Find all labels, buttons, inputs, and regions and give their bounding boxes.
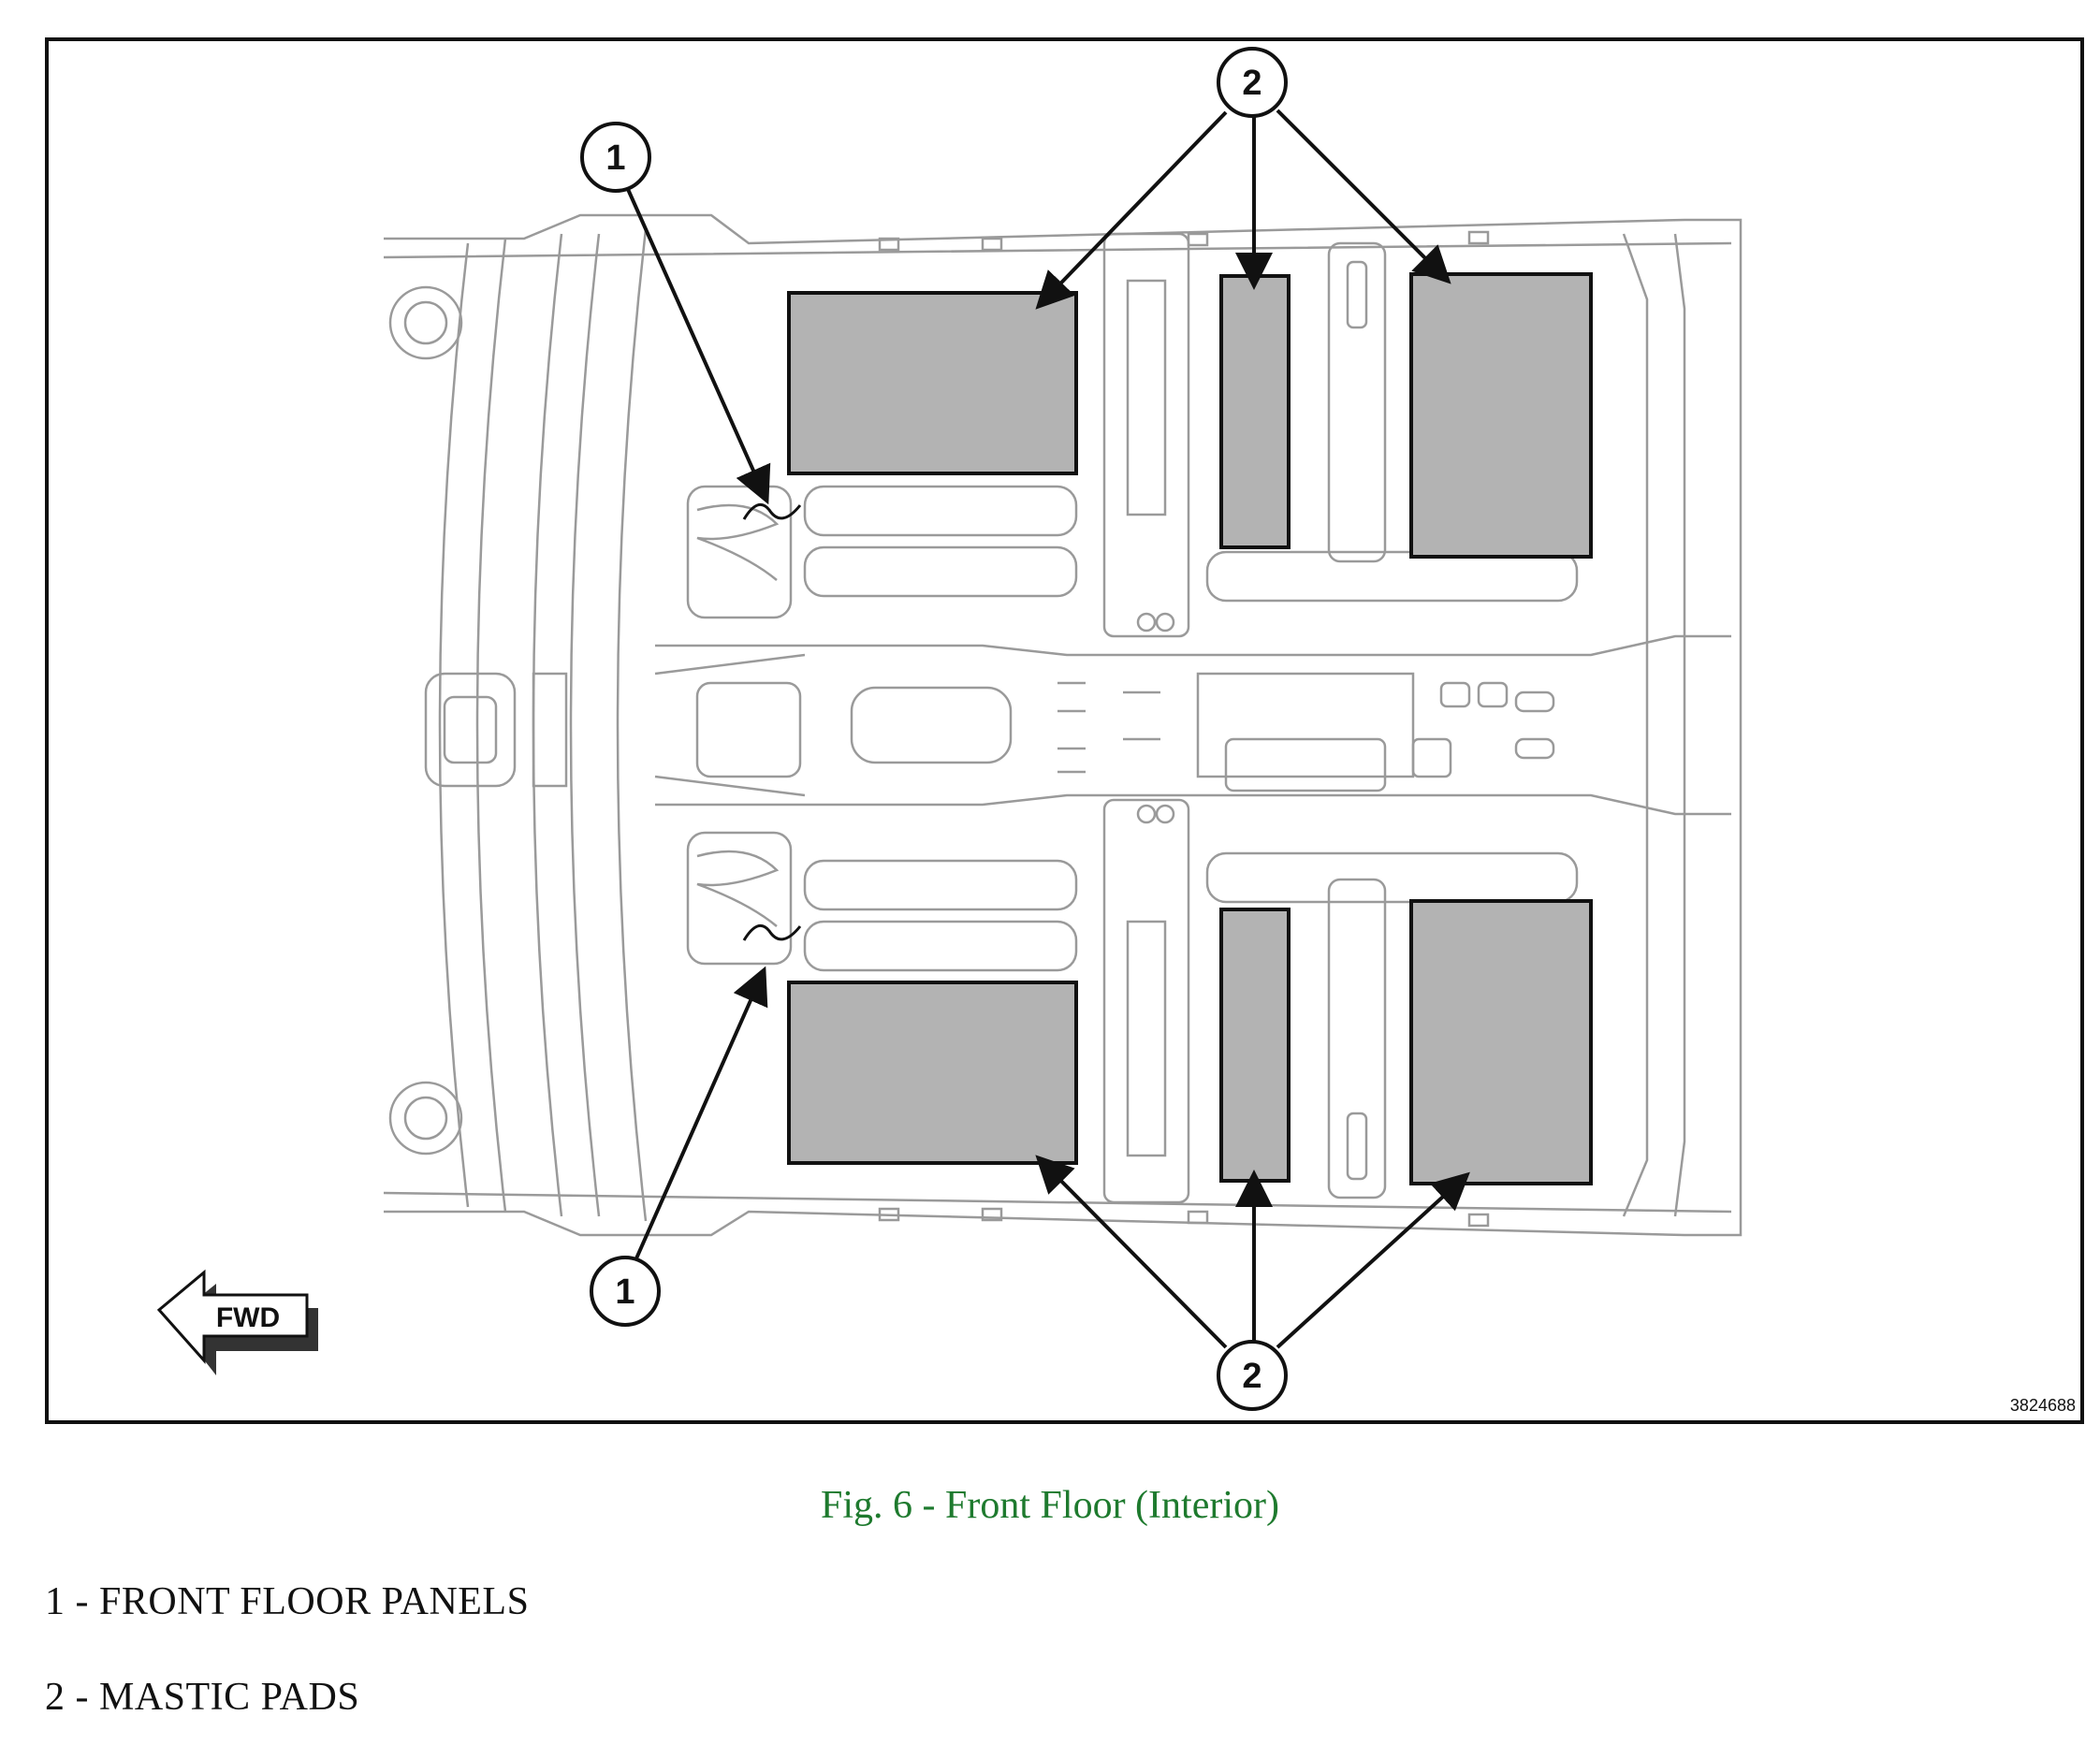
callout-1-lower-label: 1 [615, 1272, 634, 1312]
mastic-pad-upper-rear [1409, 272, 1593, 559]
mastic-pads [787, 272, 1593, 1185]
legend-item-mastic-pads: 2 - MASTIC PADS [45, 1676, 360, 1719]
callout-2-upper: 2 [1217, 47, 1288, 118]
callout-1-lower: 1 [590, 1256, 661, 1327]
leader-arrows [625, 109, 1470, 1349]
image-reference-number: 3824688 [2010, 1396, 2076, 1415]
callout-1-upper-label: 1 [605, 138, 625, 178]
mastic-pad-lower-rear [1409, 899, 1593, 1185]
figure-caption: Fig. 6 - Front Floor (Interior) [821, 1484, 1279, 1527]
floor-line-art [383, 213, 1743, 1237]
mastic-pad-upper-front [787, 291, 1078, 475]
legend-item-front-floor-panels: 1 - FRONT FLOOR PANELS [45, 1580, 530, 1623]
callout-2-upper-label: 2 [1242, 64, 1261, 103]
floor-panel-markers [742, 502, 802, 941]
mastic-pad-lower-front [787, 981, 1078, 1165]
fwd-label: FWD [216, 1302, 280, 1333]
figure-border [45, 37, 2084, 1424]
callout-2-lower: 2 [1217, 1340, 1288, 1411]
mastic-pad-lower-middle [1219, 908, 1291, 1183]
callout-1-upper: 1 [580, 122, 651, 193]
fwd-arrow-icon: FWD [156, 1269, 318, 1375]
front-floor-diagram: 1 2 1 2 FWD 3824688 [45, 37, 2084, 1424]
mastic-pad-upper-middle [1219, 274, 1291, 549]
callout-2-lower-label: 2 [1242, 1357, 1261, 1396]
